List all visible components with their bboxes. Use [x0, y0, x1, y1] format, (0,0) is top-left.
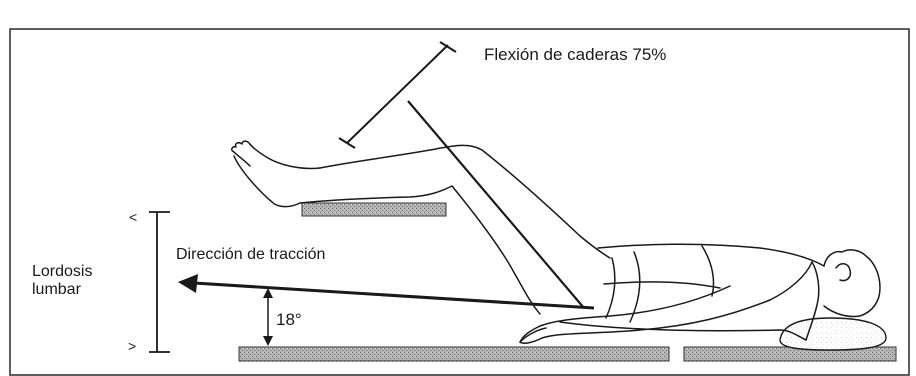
hip-flexion-label: Flexión de caderas 75% — [484, 46, 666, 65]
lumbar-lordosis-label-line2: lumbar — [32, 281, 92, 299]
angle-arrow-down — [263, 336, 273, 346]
traction-direction-arrow — [194, 283, 594, 308]
lumbar-lordosis-label-line1: Lordosis — [32, 263, 92, 281]
less-than-marker: < — [129, 210, 137, 225]
lower-table-platform — [239, 347, 669, 361]
patient-figure — [232, 141, 880, 343]
leg-support-platform — [302, 203, 446, 216]
traction-arrow-head — [178, 274, 198, 293]
angle-label: 18° — [276, 311, 302, 330]
hip-flexion-cap-bottom — [339, 138, 355, 148]
greater-than-marker: > — [128, 339, 136, 354]
angle-arrow-up — [263, 288, 273, 298]
hip-flexion-reference-line — [347, 45, 448, 143]
traction-direction-label: Dirección de tracción — [176, 246, 325, 264]
lumbar-lordosis-label: Lordosis lumbar — [32, 263, 92, 299]
figure-frame — [10, 29, 909, 375]
